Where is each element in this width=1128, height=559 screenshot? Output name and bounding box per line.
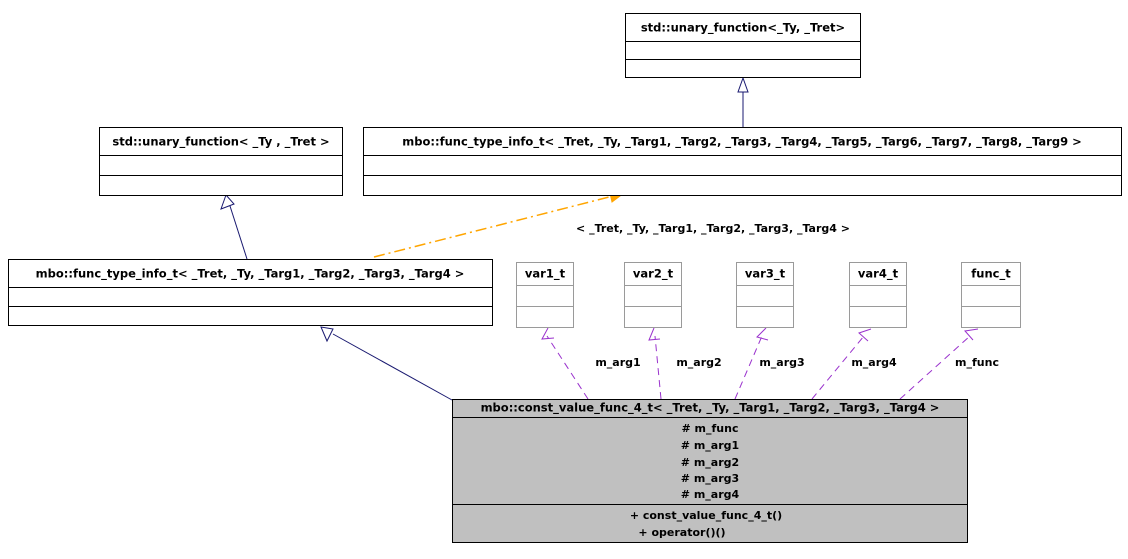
edge-label-m-arg2: m_arg2 [676, 356, 721, 369]
class-title-std-unary-function-top: std::unary_function<_Ty, _Tret> [641, 21, 845, 36]
class-title-const-value-func-4-t: mbo::const_value_func_4_t< _Tret, _Ty, _… [481, 401, 940, 416]
edge-usage-m_func [899, 328, 979, 400]
class-title-func-type-info-t-4: mbo::func_type_info_t< _Tret, _Ty, _Targ… [36, 267, 465, 282]
class-attribute-m-arg3: # m_arg3 [681, 472, 739, 485]
edge-usage-m_arg4 [811, 328, 872, 400]
class-method-operator-call: + operator()() [638, 526, 725, 539]
class-box-func-t[interactable]: func_t [961, 262, 1021, 328]
class-title-func-type-info-t-9: mbo::func_type_info_t< _Tret, _Ty, _Targ… [402, 135, 1081, 150]
edge-generalization-functypeinfo4-to-stdunary [220, 194, 248, 260]
class-title-func-t: func_t [971, 267, 1011, 282]
edge-usage-m_arg3 [734, 327, 769, 400]
class-attribute-m-arg4: # m_arg4 [681, 488, 740, 501]
edge-generalization-functypeinfo9-to-stdunary [737, 76, 749, 127]
class-box-var4-t[interactable]: var4_t [849, 262, 907, 328]
edge-label-template-binding: < _Tret, _Ty, _Targ1, _Targ2, _Targ3, _T… [576, 222, 850, 235]
class-title-var4-t: var4_t [858, 267, 899, 282]
class-title-std-unary-function-left: std::unary_function< _Ty , _Tret > [112, 135, 329, 150]
class-title-var2-t: var2_t [633, 267, 674, 282]
class-box-func-type-info-t-4[interactable]: mbo::func_type_info_t< _Tret, _Ty, _Targ… [8, 259, 493, 326]
class-title-var3-t: var3_t [745, 267, 786, 282]
edge-generalization-constvaluefunc4-to-functypeinfo4 [320, 326, 453, 401]
edge-label-m-arg4: m_arg4 [851, 356, 897, 369]
edge-label-m-arg1: m_arg1 [595, 356, 640, 369]
class-box-func-type-info-t-9[interactable]: mbo::func_type_info_t< _Tret, _Ty, _Targ… [363, 127, 1122, 196]
class-title-var1-t: var1_t [525, 267, 566, 282]
edge-label-m-arg3: m_arg3 [759, 356, 804, 369]
class-box-std-unary-function-top[interactable]: std::unary_function<_Ty, _Tret> [625, 13, 861, 78]
class-box-var1-t[interactable]: var1_t [516, 262, 574, 328]
class-attribute-m-arg2: # m_arg2 [681, 456, 739, 469]
class-box-const-value-func-4-t[interactable]: mbo::const_value_func_4_t< _Tret, _Ty, _… [452, 399, 968, 543]
class-attribute-m-arg1: # m_arg1 [681, 439, 739, 452]
class-box-var3-t[interactable]: var3_t [736, 262, 794, 328]
edge-usage-m_arg1 [541, 327, 589, 400]
edge-usage-m_arg2 [648, 327, 662, 400]
class-box-var2-t[interactable]: var2_t [624, 262, 682, 328]
edge-label-m-func: m_func [955, 356, 999, 369]
class-attribute-m-func: # m_func [682, 422, 739, 435]
class-method-constructor: + const_value_func_4_t() [630, 509, 782, 522]
class-box-std-unary-function-left[interactable]: std::unary_function< _Ty , _Tret > [99, 127, 343, 196]
